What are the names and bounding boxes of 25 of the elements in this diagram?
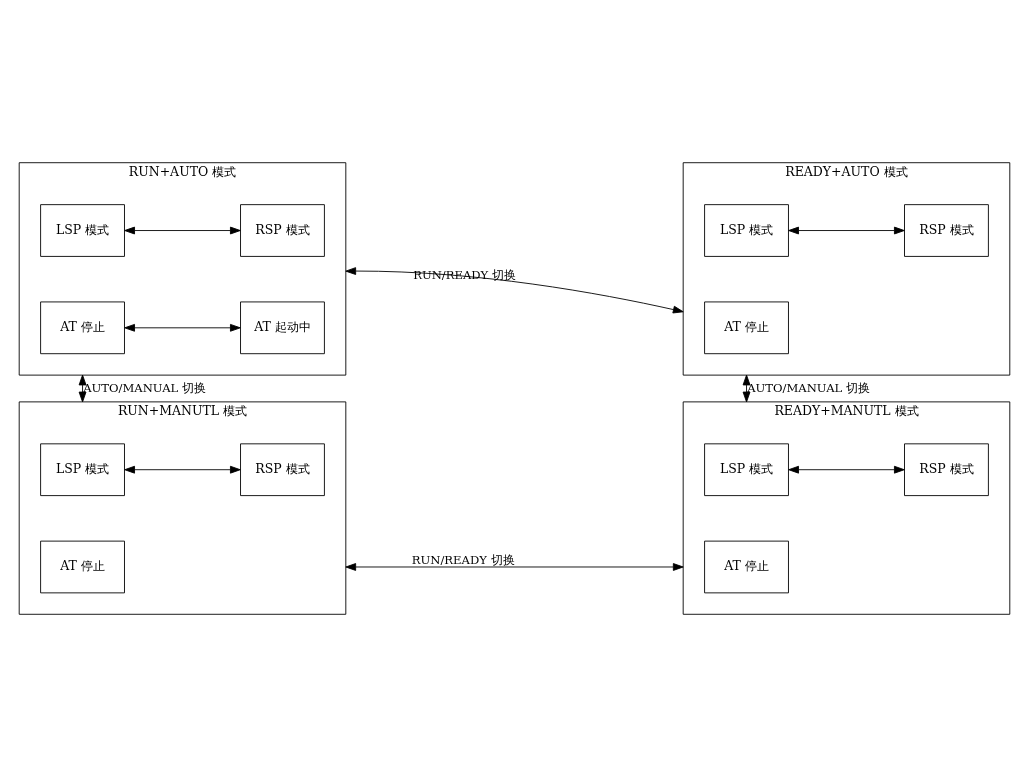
node-box: LSP 模式 [704, 203, 789, 257]
node-box: LSP 模式 [40, 442, 125, 496]
arrow [124, 226, 241, 234]
arrow [345, 266, 684, 313]
edge-label: AUTO/MANUAL 切换 [747, 380, 870, 395]
arrow [78, 374, 87, 402]
arrow [124, 323, 241, 332]
node-box: RSP 模式 [240, 442, 325, 496]
arrow [345, 562, 684, 571]
node-box: AT 停止 [704, 540, 789, 593]
edge-label: RUN/READY 切换 [411, 552, 515, 567]
node-box: LSP 模式 [40, 203, 125, 257]
node-box: AT 起动中 [240, 301, 325, 354]
node-box: RSP 模式 [240, 203, 325, 257]
arrow [788, 465, 905, 474]
node-box: AT 停止 [40, 301, 125, 354]
arrow [124, 465, 241, 474]
node-box: AT 停止 [704, 301, 789, 354]
arrow [742, 374, 751, 402]
node-box: LSP 模式 [704, 442, 789, 496]
node-box: RSP 模式 [904, 203, 989, 257]
arrow [788, 226, 905, 234]
edge-label: AUTO/MANUAL 切换 [83, 380, 207, 395]
node-box: AT 停止 [40, 540, 125, 593]
node-box: RSP 模式 [904, 442, 989, 496]
